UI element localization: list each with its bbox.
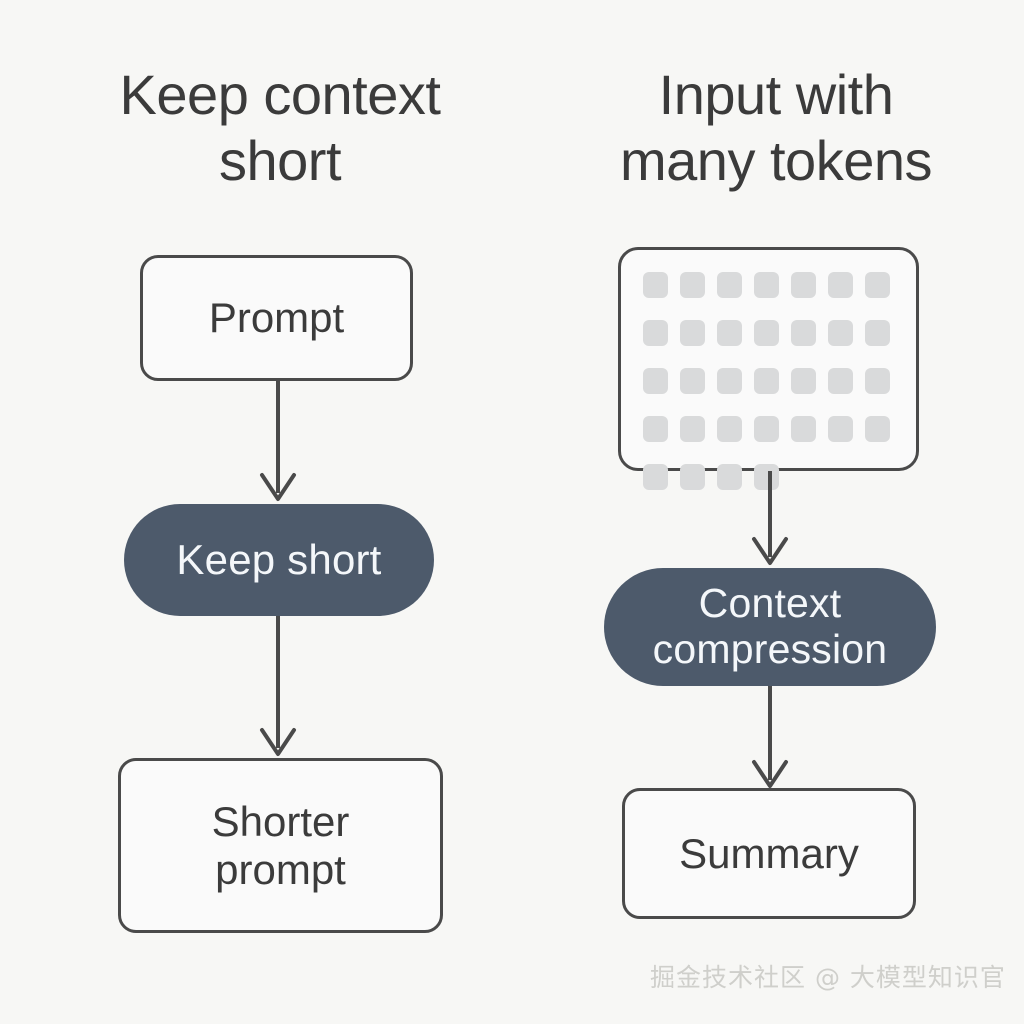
- token-square: [828, 368, 853, 394]
- left-column-heading: Keep context short: [119, 63, 441, 193]
- token-square: [717, 320, 742, 346]
- token-square: [717, 416, 742, 442]
- token-square: [754, 416, 779, 442]
- node-shorter-prompt-box[interactable]: Shorter prompt: [118, 758, 443, 933]
- token-square: [680, 368, 705, 394]
- watermark-text: 掘金技术社区 @ 大模型知识官: [650, 963, 1006, 992]
- token-square: [680, 272, 705, 298]
- token-square: [680, 464, 705, 490]
- token-square: [680, 416, 705, 442]
- token-square: [865, 272, 890, 298]
- token-square: [717, 368, 742, 394]
- token-square: [643, 464, 668, 490]
- token-square: [791, 320, 816, 346]
- token-square: [791, 416, 816, 442]
- token-square: [828, 320, 853, 346]
- token-square: [791, 272, 816, 298]
- node-context-compression-pill[interactable]: Context compression: [604, 568, 936, 686]
- token-square: [643, 416, 668, 442]
- arrow-prompt-to-keep-short: [258, 381, 298, 507]
- token-square: [717, 464, 742, 490]
- token-square: [717, 272, 742, 298]
- arrow-compression-to-summary: [750, 686, 790, 794]
- token-square: [754, 368, 779, 394]
- token-square: [754, 464, 779, 490]
- node-token-grid-box[interactable]: [618, 247, 919, 490]
- node-summary-box[interactable]: Summary: [622, 788, 916, 919]
- token-square: [828, 416, 853, 442]
- arrow-tokens-to-compression: [750, 471, 790, 571]
- token-square: [865, 320, 890, 346]
- token-square: [865, 368, 890, 394]
- token-square: [643, 320, 668, 346]
- right-column-heading: Input with many tokens: [620, 63, 933, 193]
- token-square: [754, 320, 779, 346]
- token-square: [791, 368, 816, 394]
- node-prompt-box[interactable]: Prompt: [140, 255, 413, 381]
- node-keep-short-pill[interactable]: Keep short: [124, 504, 434, 616]
- token-square: [865, 416, 890, 442]
- token-square: [643, 368, 668, 394]
- token-grid: [643, 272, 901, 490]
- arrow-keep-short-to-shorter-prompt: [258, 616, 298, 762]
- token-square: [754, 272, 779, 298]
- token-square: [680, 320, 705, 346]
- token-square: [828, 272, 853, 298]
- token-square: [643, 272, 668, 298]
